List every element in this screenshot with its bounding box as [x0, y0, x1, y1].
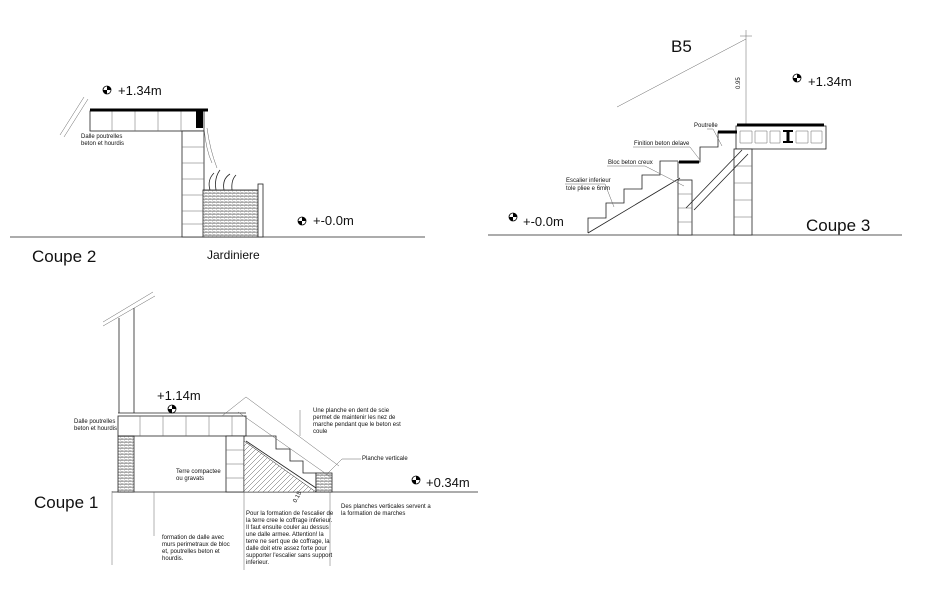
- vertical-plank-label: Planche verticale: [362, 456, 408, 462]
- escalier-label: tole pliee e 6mm: [566, 186, 610, 192]
- plank-note-line: marche pendant que le beton est: [313, 422, 401, 428]
- section-cut-line: [616, 38, 747, 108]
- sawtooth-plank: [221, 396, 247, 417]
- perimeter-wall: [117, 435, 135, 493]
- stair-formation-note-line: terre ne sert que de coffrage, la: [246, 539, 330, 545]
- level-top-label: +1.14m: [157, 388, 201, 403]
- fill-note-line: Terre compactee: [176, 469, 221, 475]
- leader-line: [633, 146, 701, 161]
- level-ground-label: +-0.0m: [313, 213, 354, 228]
- finition-label: Finition beton delave: [634, 141, 690, 147]
- vertical-planks-note-line: la formation de marches: [341, 511, 405, 517]
- beam-icon: [783, 130, 793, 143]
- stair-formation-note-line: la terre cree le coffrage inferieur.: [246, 518, 333, 524]
- slab-formation-note-line: hourdis.: [162, 556, 184, 562]
- stair-slab-line: [245, 440, 323, 493]
- slab-note-line: beton et hourdis: [81, 141, 124, 147]
- stair-formation-note-line: une dalle armee. Attention! la: [246, 532, 324, 538]
- coupe-1-section: +1.14m +0.34m 0.15 Dalle poutrelles beto…: [34, 291, 478, 570]
- roof-slope-line: [102, 295, 156, 327]
- level-marker-icon: [297, 216, 307, 226]
- level-marker-icon: [102, 85, 112, 95]
- level-marker-icon: [167, 404, 177, 414]
- sawtooth-plank: [245, 396, 340, 467]
- level-ground-label: +-0.0m: [523, 214, 564, 229]
- section-title: Coupe 3: [806, 216, 870, 235]
- level-marker-icon: [508, 212, 518, 222]
- planter-box: [202, 189, 259, 238]
- section-ref-label: B5: [671, 37, 692, 56]
- escalier-label: Escalier inferieur: [566, 178, 611, 184]
- section-title: Coupe 2: [32, 247, 96, 266]
- roof-slope-line: [102, 291, 154, 323]
- fill-note-line: ou gravats: [176, 476, 204, 482]
- level-top-label: +1.34m: [808, 74, 852, 89]
- block-wall: [181, 130, 205, 238]
- plank-note-line: Une planche en dent de scie: [313, 408, 390, 414]
- leader-line: [607, 165, 685, 187]
- block-column: [733, 148, 753, 236]
- level-top-label: +1.34m: [118, 83, 162, 98]
- plank-note-line: coule: [313, 429, 328, 435]
- leader-line: [565, 183, 615, 208]
- coupe-3-section: 0.95 B5 +1.34m: [488, 30, 902, 236]
- stair-formation-note-line: dalle doit etre assez forte pour: [246, 546, 327, 552]
- bloc-label: Bloc beton creux: [608, 160, 653, 166]
- plank-note-line: permet de maintenir les nez de: [313, 415, 396, 421]
- slab: [117, 412, 247, 437]
- leader-line: [325, 458, 361, 476]
- planter-label: Jardiniere: [207, 248, 260, 262]
- lower-steel-stair: [587, 160, 678, 233]
- downpipe-flow: [203, 127, 218, 169]
- stair-stringer: [587, 177, 681, 234]
- slab-formation-note-line: et, poutrelles beton et: [162, 549, 220, 555]
- slab: [89, 108, 208, 132]
- stair-formation-note-line: Pour la formation de l'escalier de: [246, 511, 334, 517]
- stair-formation-note-line: inferieur.: [246, 560, 269, 566]
- level-right-label: +0.34m: [426, 475, 470, 490]
- plants-sketch: [208, 169, 237, 191]
- poutrelle-label: Poutrelle: [694, 123, 718, 129]
- vertical-planks-note-line: Des planches verticales servent a: [341, 504, 431, 510]
- slab-note-line: Dalle poutrelles: [74, 419, 115, 425]
- section-title: Coupe 1: [34, 493, 98, 512]
- slab: [735, 123, 827, 150]
- earth-formwork: [243, 440, 317, 493]
- step-block: [315, 472, 333, 493]
- stair-slab-line: [685, 149, 743, 209]
- leader-line: [707, 128, 723, 147]
- stair-steps: [244, 435, 317, 492]
- slab-note-line: beton et hourdis: [74, 426, 117, 432]
- upper-concrete-stair: [677, 131, 736, 178]
- slab-formation-note-line: murs perimetraux de bloc: [162, 542, 230, 548]
- block-wall: [225, 435, 245, 493]
- block-column: [677, 179, 693, 236]
- level-marker-icon: [792, 73, 802, 83]
- stair-slab-line: [693, 153, 749, 211]
- slab-formation-note-line: formation de dalle avec: [162, 535, 224, 541]
- slab-note-line: Dalle poutrelles: [81, 134, 122, 140]
- coupe-2-section: +1.34m +-0.0m Dalle poutrelles beton et …: [10, 83, 425, 266]
- level-marker-icon: [411, 475, 421, 485]
- dimension-label: 0.95: [736, 77, 742, 89]
- planter-wall: [257, 183, 264, 238]
- stair-formation-note-line: Il faut ensuite couler au dessus: [246, 525, 329, 531]
- stair-formation-note-line: supporter l'escalier sans support: [246, 553, 333, 559]
- dimension-label: 0.15: [292, 490, 303, 504]
- sawtooth-plank: [237, 411, 333, 479]
- roof-slope-line: [63, 98, 89, 138]
- roof-slope-line: [59, 96, 85, 136]
